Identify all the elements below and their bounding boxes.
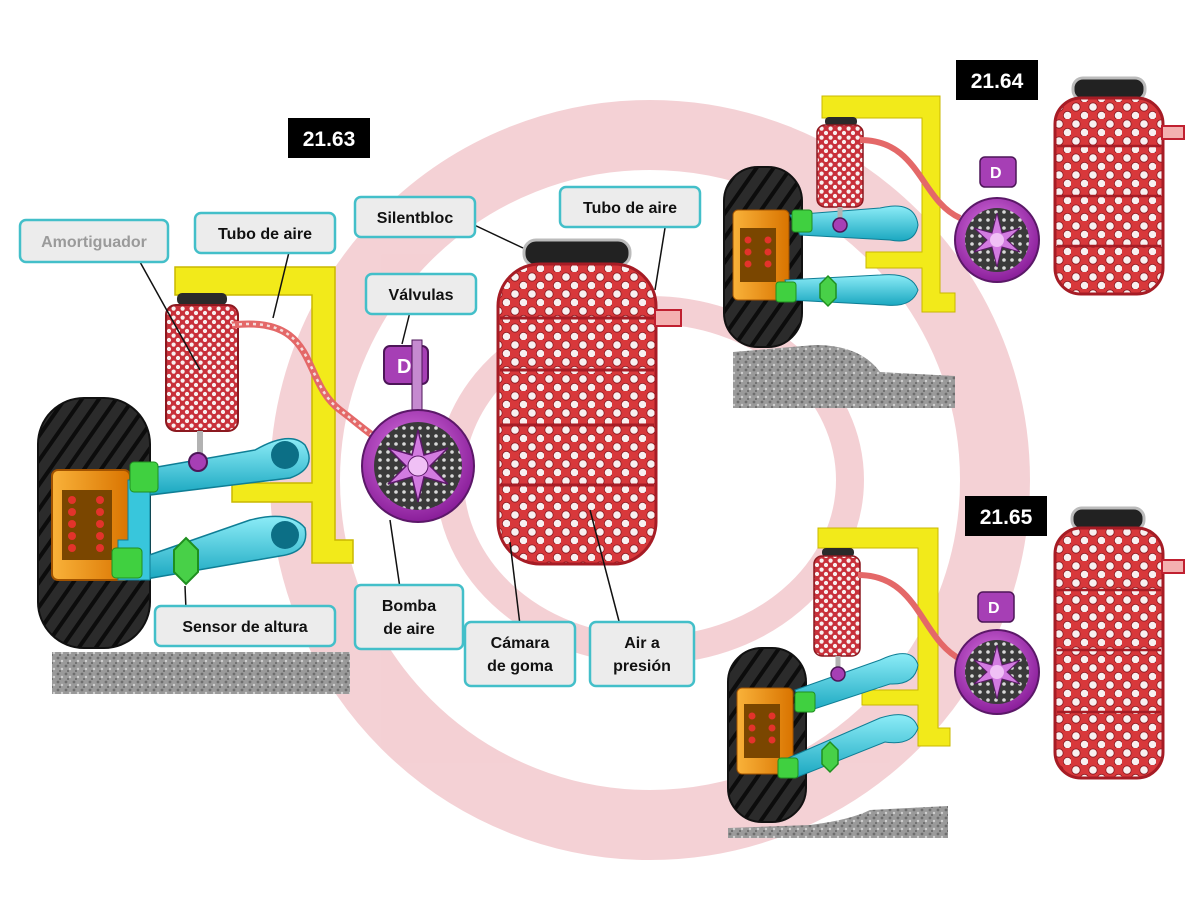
svg-text:de goma: de goma <box>487 658 553 675</box>
svg-text:D: D <box>990 165 1002 182</box>
rubber-chamber <box>498 264 656 564</box>
label-silentbloc: Silentbloc <box>355 197 475 237</box>
svg-text:21.65: 21.65 <box>980 506 1033 529</box>
svg-text:presión: presión <box>613 658 671 675</box>
svg-text:D: D <box>988 600 1000 617</box>
figure-tag-main: 21.63 <box>288 118 370 158</box>
label-valvulas: Válvulas <box>366 274 476 314</box>
svg-text:Válvulas: Válvulas <box>389 287 454 304</box>
svg-text:Tubo de aire: Tubo de aire <box>218 226 312 243</box>
label-amortiguador: Amortiguador <box>20 220 168 262</box>
figure-tag-lowered: 21.65 <box>965 496 1047 536</box>
svg-text:Cámara: Cámara <box>491 635 550 652</box>
ground-block <box>52 652 350 694</box>
svg-text:21.63: 21.63 <box>303 128 356 151</box>
svg-text:Sensor de altura: Sensor de altura <box>182 619 307 636</box>
shock-bellows <box>166 305 238 431</box>
svg-text:D: D <box>397 356 411 378</box>
ramp-ground-raised <box>733 345 955 408</box>
svg-text:Amortiguador: Amortiguador <box>41 234 147 251</box>
svg-text:21.64: 21.64 <box>971 70 1024 93</box>
label-bomba-de-aire: Bomba de aire <box>355 585 463 649</box>
svg-text:Bomba: Bomba <box>382 598 436 615</box>
label-air-a-presion: Air a presión <box>590 622 694 686</box>
svg-text:Tubo de aire: Tubo de aire <box>583 200 677 217</box>
svg-text:Air a: Air a <box>624 635 660 652</box>
figure-tag-raised: 21.64 <box>956 60 1038 100</box>
label-sensor-de-altura: Sensor de altura <box>155 606 335 646</box>
silentbloc <box>524 240 630 266</box>
label-tubo-de-aire-left: Tubo de aire <box>195 213 335 253</box>
label-camara-de-goma: Cámara de goma <box>465 622 575 686</box>
svg-text:Silentbloc: Silentbloc <box>377 210 454 227</box>
label-tubo-de-aire-right: Tubo de aire <box>560 187 700 227</box>
svg-text:de aire: de aire <box>383 621 435 638</box>
